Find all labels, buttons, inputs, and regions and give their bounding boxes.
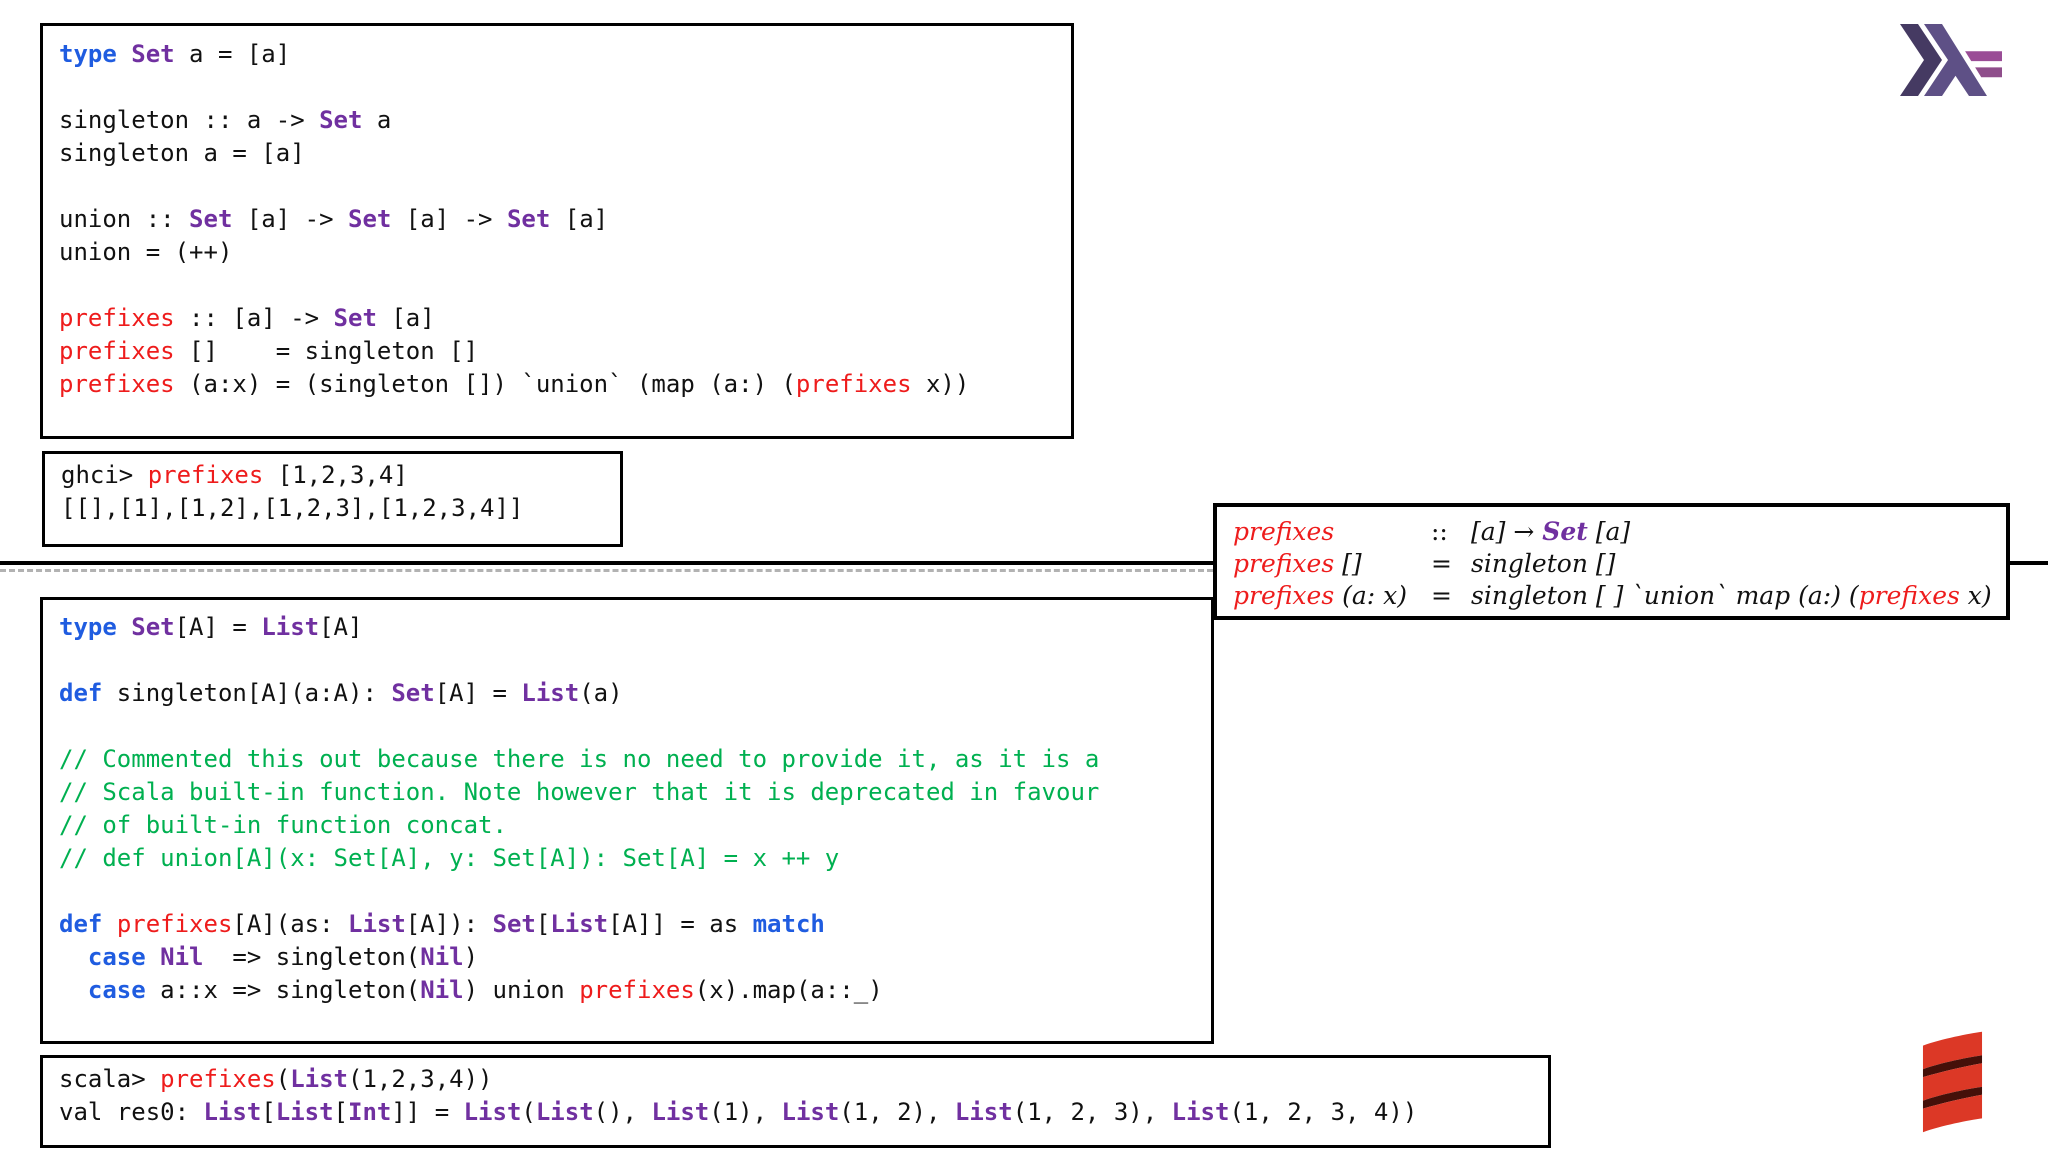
code-line: case a::x => singleton(Nil) union prefix…	[87, 976, 883, 1004]
code-line: [[],[1],[1,2],[1,2,3],[1,2,3,4]]	[61, 494, 524, 522]
code-line: def prefixes[A](as: List[A]): Set[List[A…	[59, 910, 825, 938]
code-line	[59, 644, 1195, 677]
code-line: singleton :: a -> Set a	[59, 106, 392, 134]
math-rhs: singleton []	[1471, 549, 1616, 578]
code-line	[59, 170, 1055, 203]
code-line	[59, 71, 1055, 104]
math-equation-row: prefixes [] = singleton []	[1233, 548, 1996, 580]
math-equation-row: prefixes (a: x) = singleton [ ] `union` ma…	[1233, 580, 1996, 612]
math-operator: =	[1431, 581, 1452, 610]
code-line: // def union[A](x: Set[A], y: Set[A]): S…	[59, 844, 840, 872]
code-line	[59, 269, 1055, 302]
code-line: // Commented this out because there is n…	[59, 745, 1100, 773]
code-line	[59, 875, 1195, 908]
code-line: def singleton[A](a:A): Set[A] = List(a)	[59, 679, 623, 707]
code-line: type Set a = [a]	[59, 40, 291, 68]
code-line: union = (++)	[59, 238, 233, 266]
math-notation-box: prefixes::[a] → Set [a]prefixes []=singl…	[1213, 503, 2010, 620]
scala-code-box: type Set[A] = List[A] def singleton[A](a…	[40, 597, 1214, 1044]
code-line: // Scala built-in function. Note however…	[59, 778, 1100, 806]
section-divider-line-right	[2010, 561, 2048, 565]
haskell-lambda-logo-icon	[1900, 24, 2002, 96]
code-line: singleton a = [a]	[59, 139, 305, 167]
code-line: ghci> prefixes [1,2,3,4]	[61, 461, 408, 489]
code-line: // of built-in function concat.	[59, 811, 507, 839]
math-operator: =	[1431, 549, 1452, 578]
math-lhs: prefixes (a: x)	[1233, 581, 1407, 610]
scala-repl-output-box: scala> prefixes(List(1,2,3,4)) val res0: …	[40, 1055, 1551, 1148]
math-lhs: prefixes []	[1233, 549, 1362, 578]
code-line: prefixes [] = singleton []	[59, 337, 479, 365]
math-rhs: [a] → Set [a]	[1471, 517, 1631, 546]
code-line: type Set[A] = List[A]	[59, 613, 363, 641]
math-lhs: prefixes	[1233, 517, 1335, 546]
code-line: scala> prefixes(List(1,2,3,4))	[59, 1065, 493, 1093]
code-line: val res0: List[List[Int]] = List(List(),…	[59, 1098, 1418, 1126]
ghci-output-box: ghci> prefixes [1,2,3,4] [[],[1],[1,2],[1…	[42, 451, 623, 547]
section-divider-dashes	[0, 569, 1213, 572]
code-line: union :: Set [a] -> Set [a] -> Set [a]	[59, 205, 609, 233]
code-line: prefixes :: [a] -> Set [a]	[59, 304, 435, 332]
math-equation-row: prefixes::[a] → Set [a]	[1233, 516, 1996, 548]
scala-logo-icon	[1922, 1031, 1983, 1133]
haskell-code-box: type Set a = [a] singleton :: a -> Set a…	[40, 23, 1074, 439]
code-line: prefixes (a:x) = (singleton []) `union` …	[59, 370, 970, 398]
code-line	[59, 710, 1195, 743]
code-line: case Nil => singleton(Nil)	[87, 943, 479, 971]
section-divider-line-left	[0, 561, 1213, 565]
math-operator: ::	[1431, 517, 1448, 546]
math-rhs: singleton [ ] `union` map (a:) (prefixes…	[1471, 581, 1992, 610]
